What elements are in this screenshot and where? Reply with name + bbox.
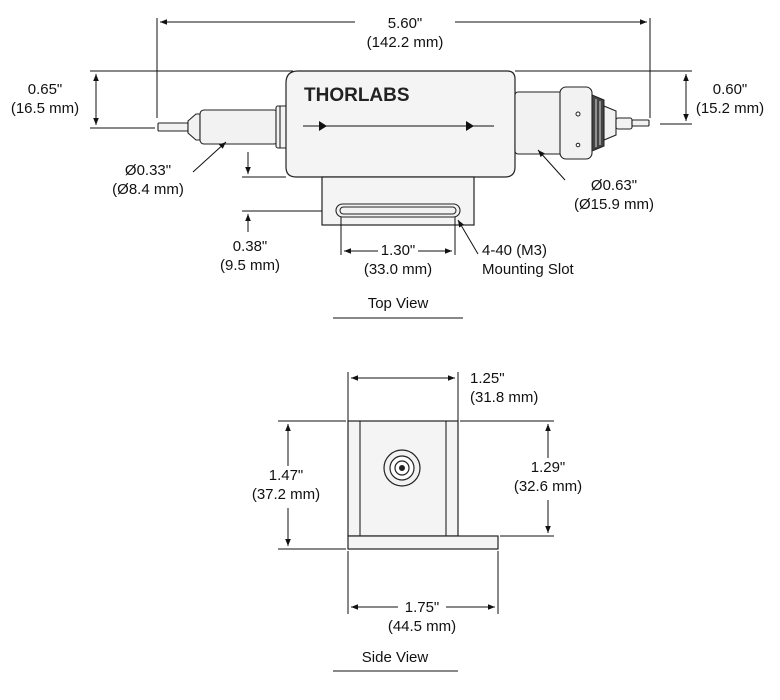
total-height-mm: (37.2 mm): [252, 486, 320, 503]
mounting-slot-callout: 4-40 (M3) Mounting Slot: [457, 219, 575, 278]
beam-arrow: [466, 121, 474, 131]
right-diameter-callout: Ø0.63" (Ø15.9 mm): [537, 149, 654, 213]
overall-length-mm: (142.2 mm): [367, 34, 444, 51]
slot-length-mm: (33.0 mm): [364, 261, 432, 278]
base-width-mm: (44.5 mm): [388, 618, 456, 635]
top-width-mm: (31.8 mm): [470, 389, 538, 406]
overall-length-dimension: 5.60" (142.2 mm): [156, 15, 651, 118]
slot-label-line2: Mounting Slot: [482, 261, 575, 278]
brand-logo: THORLABS: [304, 85, 410, 106]
left-diameter-mm: (Ø8.4 mm): [112, 181, 184, 198]
main-body: THORLABS: [285, 70, 516, 178]
left-diameter-callout: Ø0.33" (Ø8.4 mm): [112, 141, 227, 198]
base-offset-mm: (9.5 mm): [220, 257, 280, 274]
base-offset-in: 0.38": [233, 238, 268, 255]
base-width-dimension: 1.75" (44.5 mm): [347, 551, 499, 635]
mounting-slot: [335, 203, 461, 218]
body-height-in: 1.29": [531, 459, 566, 476]
body-height-mm: (32.6 mm): [514, 478, 582, 495]
total-height-dimension: 1.47" (37.2 mm): [252, 420, 346, 550]
left-height-mm: (16.5 mm): [11, 100, 79, 117]
right-connector: [514, 86, 650, 160]
left-diameter-in: Ø0.33": [125, 162, 171, 179]
right-height-dimension: 0.60" (15.2 mm): [515, 70, 764, 125]
overall-length-in: 5.60": [388, 15, 423, 32]
body-height-dimension: 1.29" (32.6 mm): [460, 420, 582, 537]
slot-length-dimension: 1.30" (33.0 mm): [340, 217, 456, 278]
right-height-in: 0.60": [713, 81, 748, 98]
right-diameter-in: Ø0.63": [591, 177, 637, 194]
base-width-in: 1.75": [405, 599, 440, 616]
top-width-dimension: 1.25" (31.8 mm): [347, 370, 538, 421]
base-offset-dimension: 0.38" (9.5 mm): [220, 152, 322, 274]
side-view: 1.25" (31.8 mm) 1.47" (37.2 mm): [252, 370, 582, 672]
slot-length-in: 1.30": [381, 242, 416, 259]
left-height-in: 0.65": [28, 81, 63, 98]
left-connector: [157, 105, 289, 149]
top-view: 5.60" (142.2 mm) 0.65" (16.5 mm) 0.60" (…: [11, 15, 764, 319]
slot-label-line1: 4-40 (M3): [482, 242, 547, 259]
total-height-in: 1.47": [269, 467, 304, 484]
right-height-mm: (15.2 mm): [696, 100, 764, 117]
mounting-base: [321, 176, 475, 226]
top-view-title: Top View: [368, 295, 429, 312]
side-view-part: [347, 420, 499, 550]
right-diameter-mm: (Ø15.9 mm): [574, 196, 654, 213]
side-view-title: Side View: [362, 649, 429, 666]
left-height-dimension: 0.65" (16.5 mm): [11, 70, 293, 129]
top-width-in: 1.25": [470, 370, 505, 387]
beam-arrow: [319, 121, 327, 131]
